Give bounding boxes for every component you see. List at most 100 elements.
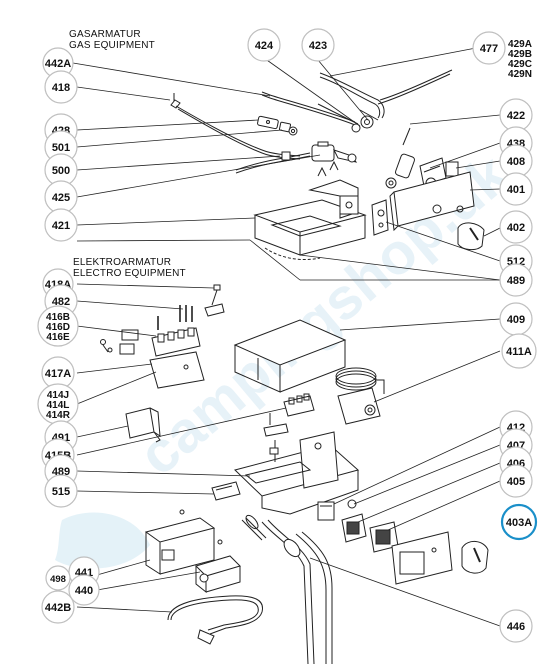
callout-442a-text: 442A (45, 58, 71, 70)
callout-429-text: 429A (508, 39, 532, 50)
callout-401: 401 (499, 172, 533, 206)
callout-416-text: 416B (46, 312, 70, 323)
callout-401-text: 401 (507, 184, 525, 196)
pipe-nut-500 (281, 151, 291, 161)
connector-515 (211, 481, 241, 501)
control-rod-424 (317, 103, 379, 133)
callout-440-text: 440 (75, 585, 93, 597)
callout-408-text: 408 (507, 156, 525, 168)
relay-491 (125, 407, 161, 443)
knob-402 (457, 222, 485, 251)
callout-501-text: 501 (52, 142, 70, 154)
cover-409 (233, 319, 347, 393)
callout-423-text: 423 (309, 40, 327, 52)
callout-423: 423 (301, 28, 335, 62)
callout-405: 405 (499, 464, 533, 498)
watermark-leaf-icon (55, 512, 150, 569)
lever-477 (319, 69, 453, 119)
callout-440: 440 (68, 574, 100, 606)
indicator-407 (347, 499, 357, 509)
control-panel-403a (391, 531, 489, 585)
callout-477: 477 (472, 31, 506, 65)
gas-equipment-title: GASARMATUR GAS EQUIPMENT (69, 29, 155, 51)
electro-title-de: ELEKTROARMATUR (73, 257, 172, 268)
callout-402-text: 402 (507, 222, 525, 234)
callout-446: 446 (499, 609, 533, 643)
switch-412 (317, 501, 335, 521)
callout-409-text: 409 (507, 314, 525, 326)
nozzle-assembly (257, 115, 298, 136)
callout-425: 425 (44, 180, 78, 214)
leader-lines (72, 47, 503, 627)
screws-482 (157, 305, 193, 330)
callout-489b-text: 489 (52, 466, 70, 478)
callout-515-text: 515 (52, 486, 70, 498)
callout-414-text: 414L (47, 400, 70, 411)
callout-418: 418 (44, 70, 78, 104)
callout-429-text: 429N (508, 69, 532, 80)
callout-411a-text: 411A (506, 346, 532, 358)
callout-421-text: 421 (52, 220, 70, 232)
electro-equipment-parts (100, 284, 489, 665)
callout-515: 515 (44, 474, 78, 508)
callout-442b: 442B (41, 590, 75, 624)
callout-417a-text: 417A (45, 368, 71, 380)
callout-409: 409 (499, 302, 533, 336)
callout-442a: 442A (42, 47, 74, 79)
callout-424-text: 424 (255, 40, 274, 52)
ignition-box-441 (144, 509, 223, 575)
screw-418a (204, 284, 225, 317)
callout-labels: 442A418428501500425421424423477422438408… (37, 28, 538, 643)
mounting-plate-401 (389, 171, 475, 232)
pipes-446 (241, 514, 333, 665)
callout-489a: 489 (499, 263, 533, 297)
terminal-block-416 (100, 327, 201, 357)
callout-416-text: 416D (46, 322, 70, 333)
callout-446-text: 446 (507, 621, 525, 633)
thermocouple-442b (167, 595, 264, 645)
callout-402: 402 (499, 210, 533, 244)
gas-pipe-442a (261, 91, 356, 126)
callout-482-text: 482 (52, 296, 70, 308)
switch-405 (369, 521, 399, 553)
electro-title-en: ELECTRO EQUIPMENT (73, 268, 186, 279)
callout-403a-text: 403A (506, 517, 532, 529)
callout-429-text: 429B (508, 49, 532, 60)
gas-title-de: GASARMATUR (69, 29, 141, 40)
chassis-489 (234, 431, 360, 515)
callout-498: 498 (45, 565, 71, 591)
callout-477-text: 477 (480, 43, 498, 55)
bracket-512 (371, 199, 389, 236)
callout-421: 421 (44, 208, 78, 242)
callout-417a: 417A (41, 356, 75, 390)
callout-414-text: 414R (46, 410, 71, 421)
transformer-440 (195, 555, 241, 594)
switch-406 (341, 513, 367, 543)
callout-424: 424 (247, 28, 281, 62)
callout-418-text: 418 (52, 82, 70, 94)
thermostat-411a (335, 367, 385, 425)
callout-416-text: 416E (46, 332, 70, 343)
callout-498-text: 498 (50, 574, 66, 585)
gas-valve-425 (311, 141, 358, 163)
callout-403a: 403A (500, 503, 538, 541)
callout-422-text: 422 (507, 110, 525, 122)
electro-equipment-title: ELEKTROARMATUR ELECTRO EQUIPMENT (73, 257, 186, 279)
terminal-415b (263, 393, 315, 437)
callout-429-text: 429C (508, 59, 532, 70)
callout-489a-text: 489 (507, 275, 525, 287)
callout-422: 422 (499, 98, 533, 132)
callout-500-text: 500 (52, 165, 70, 177)
callout-408: 408 (499, 144, 533, 178)
ignitor-422 (385, 127, 415, 189)
gas-equipment-parts (170, 69, 485, 261)
callout-425-text: 425 (52, 192, 70, 204)
callout-405-text: 405 (507, 476, 525, 488)
burner-frame-421 (253, 160, 367, 261)
plate-417a (149, 351, 205, 389)
